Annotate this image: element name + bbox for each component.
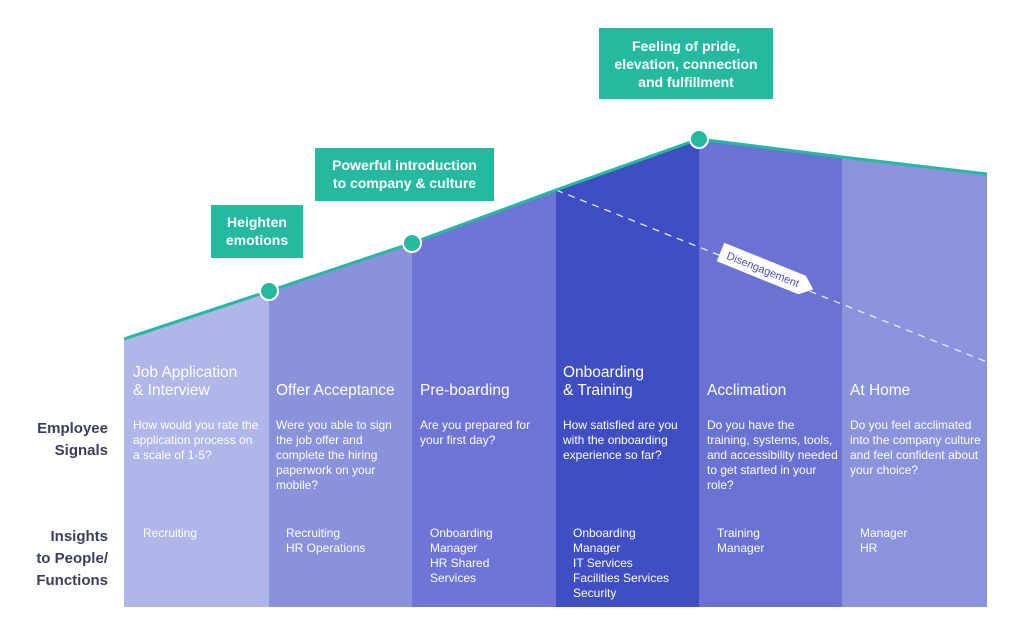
stage-column-onboarding-training [556,139,699,607]
stage-question: Do you feel acclimated into the company … [850,418,981,477]
stage-title: Acclimation [707,382,787,399]
stage-title: Onboarding & Training [563,364,645,399]
stage-insights: Recruiting HR Operations [286,526,366,555]
milestone-marker-2 [402,233,422,253]
stage-question: Do you have the training, systems, tools… [707,418,838,492]
row-label-line: Employee [37,420,108,437]
milestone-marker-1 [259,281,279,301]
stage-title: Offer Acceptance [276,382,395,399]
stage-question: Were you able to sign the job offer and … [276,418,392,492]
stage-title: Pre-boarding [420,382,510,399]
stage-column-at-home [842,157,987,607]
stage-column-offer-acceptance [269,243,412,607]
row-label-line: Insights [50,528,108,545]
stage-insights: Onboarding Manager HR Shared Services [430,526,493,585]
stage-insights: Training Manager [717,526,765,555]
stage-insights: Recruiting [143,526,198,540]
row-label-line: Signals [54,442,108,459]
callout-feeling-of-pride: Feeling of pride, elevation, connection … [599,28,773,99]
stage-title: At Home [850,382,911,399]
callout-heighten-emotions: Heighten emotions [211,205,303,258]
stage-insights: Manager HR [860,526,908,555]
milestone-marker-3 [689,129,709,149]
stage-question: How satisfied are you with the onboardin… [563,418,678,462]
callout-powerful-introduction: Powerful introduction to company & cultu… [315,148,494,201]
stage-question: How would you rate the application proce… [133,418,259,462]
stage-title: Job Application & Interview [133,364,238,399]
stage-question: Are you prepared for your first day? [420,418,531,447]
stage-column-pre-boarding [412,190,556,607]
row-label-line: Functions [36,572,108,589]
row-label-line: to People/ [36,550,108,567]
row-label-employee-signals: Employee Signals [0,418,108,462]
row-label-insights: Insights to People/ Functions [0,526,108,592]
stage-column-job-application [124,291,269,607]
stage-insights: Onboarding Manager IT Services Facilitie… [573,526,670,600]
